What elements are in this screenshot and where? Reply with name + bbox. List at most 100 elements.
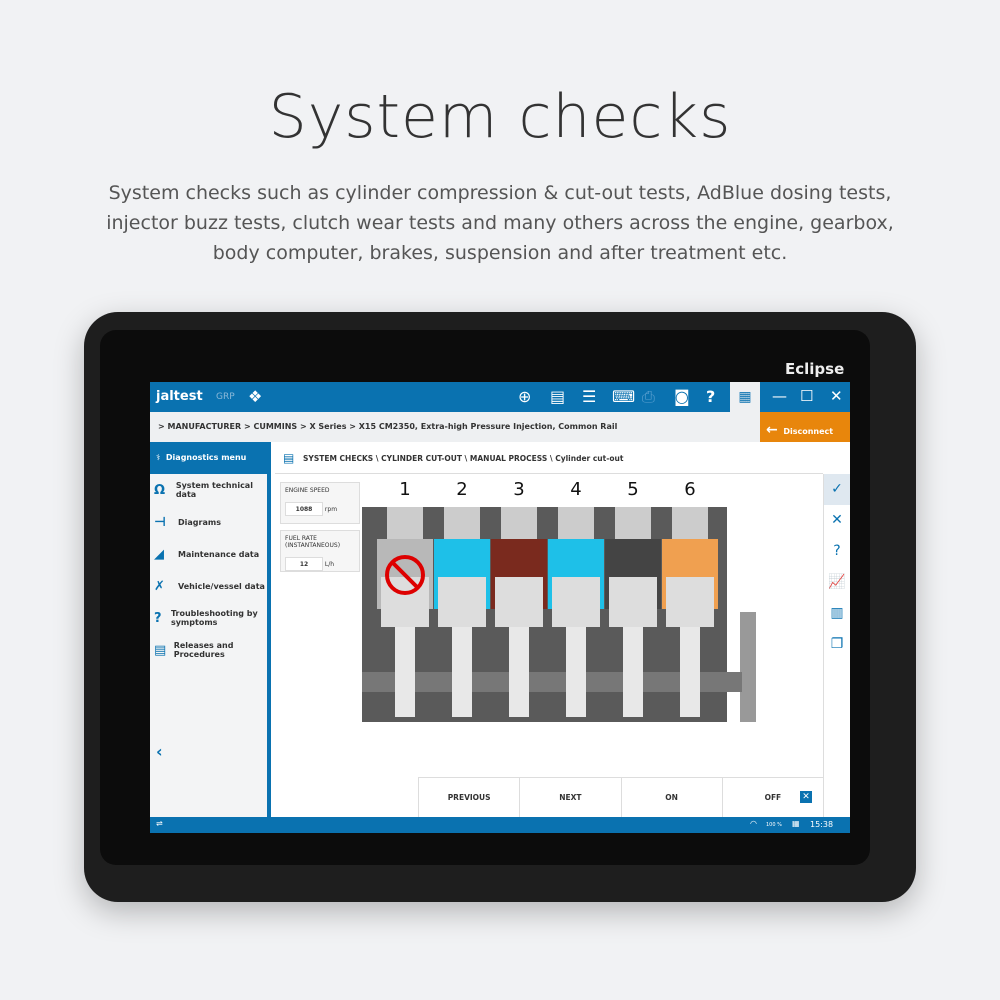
cancel-icon[interactable]: ✕: [831, 512, 843, 528]
chart-icon[interactable]: 📈: [828, 574, 846, 590]
connecting-rod: [623, 627, 643, 717]
check-icon[interactable]: ✓: [824, 474, 850, 505]
sidebar-item-diagrams[interactable]: ⊣ Diagrams: [150, 506, 267, 538]
flywheel: [740, 612, 756, 722]
sidebar: ⚕ Diagnostics menu Ω System technical dat…: [150, 442, 271, 817]
readout-label: FUEL RATE (INSTANTANEOUS): [285, 535, 341, 549]
omega-icon: Ω: [154, 482, 166, 498]
on-button[interactable]: ON: [620, 778, 722, 817]
list-icon[interactable]: ☰: [582, 387, 597, 406]
cylinder-head: [387, 507, 423, 539]
close-icon[interactable]: ✕: [830, 387, 843, 405]
top-toolbar: jaltest GRP ❖ ⊕ ▤ ☰ ⌨ ⎙ ◙ ? ▦ — ☐ ✕: [150, 382, 850, 412]
readout-unit: rpm: [324, 506, 338, 513]
usb-icon: ⇌: [156, 819, 163, 828]
cylinder-number: 6: [684, 479, 695, 500]
maximize-icon[interactable]: ☐: [800, 387, 814, 405]
minimize-icon[interactable]: —: [772, 387, 787, 405]
wrench-icon: ✗: [154, 578, 165, 594]
sidebar-item-vehicle-data[interactable]: ✗ Vehicle/vessel data: [150, 570, 267, 602]
page-title: System checks: [268, 82, 732, 152]
cylinder-3[interactable]: 3: [491, 479, 547, 717]
camera-icon[interactable]: ◙: [674, 387, 690, 406]
cut-out-slash: [390, 560, 420, 590]
previous-button[interactable]: PREVIOUS: [418, 778, 519, 817]
engine-speed-readout: ENGINE SPEED 1088 rpm: [280, 482, 360, 524]
cylinder-number: 5: [627, 479, 638, 500]
close-box-icon[interactable]: ✕: [800, 791, 812, 803]
jaltest-logo: jaltest: [156, 389, 203, 404]
process-path-label: SYSTEM CHECKS \ CYLINDER CUT-OUT \ MANUA…: [303, 454, 624, 463]
sidebar-item-label: Diagrams: [178, 517, 221, 527]
book-icon[interactable]: ▥: [830, 605, 844, 621]
disconnect-label: Disconnect: [783, 427, 834, 436]
off-button[interactable]: OFF: [721, 778, 823, 817]
readout-value: 12: [285, 557, 323, 571]
help-icon[interactable]: ?: [833, 543, 841, 559]
document-icon: ▤: [154, 642, 167, 658]
page-subtitle: System checks such as cylinder compressi…: [106, 182, 894, 264]
sidebar-item-label: Vehicle/vessel data: [178, 581, 265, 591]
diagram-icon: ⊣: [154, 514, 166, 530]
cylinder-number: 2: [456, 479, 467, 500]
fuel-rate-readout: FUEL RATE (INSTANTANEOUS) 12 L/h: [280, 530, 360, 572]
apps-grid-icon[interactable]: ▦: [730, 382, 760, 412]
zoom-level: 100 %: [766, 822, 782, 828]
next-button[interactable]: NEXT: [519, 778, 620, 817]
grp-label: GRP: [216, 392, 235, 402]
back-chevron-icon[interactable]: ‹: [156, 742, 163, 761]
document-view-icon[interactable]: ▤: [550, 387, 566, 406]
connecting-rod: [509, 627, 529, 717]
disconnect-button[interactable]: ← Disconnect: [760, 412, 850, 442]
cubes-icon[interactable]: ❖: [248, 387, 263, 406]
cylinder-4[interactable]: 4: [548, 479, 604, 717]
readout-unit: L/h: [324, 561, 335, 568]
printer-icon[interactable]: ⎙: [642, 387, 655, 406]
cylinder-number: 3: [513, 479, 524, 500]
connecting-rod: [452, 627, 472, 717]
sidebar-item-label: Troubleshooting by symptoms: [170, 609, 258, 627]
cylinder-1[interactable]: 1: [377, 479, 433, 717]
sidebar-header[interactable]: ⚕ Diagnostics menu: [150, 442, 267, 474]
cylinder-number: 4: [570, 479, 581, 500]
documents-icon[interactable]: ❐: [830, 636, 844, 652]
sidebar-header-label: Diagnostics menu: [165, 453, 247, 462]
readout-label: ENGINE SPEED: [285, 487, 330, 494]
action-buttons: PREVIOUS NEXT ON OFF: [418, 777, 823, 817]
calendar-icon[interactable]: ▦: [792, 819, 800, 828]
cylinder-head: [615, 507, 651, 539]
piston: [495, 577, 543, 627]
keyboard-icon[interactable]: ⌨: [612, 387, 636, 406]
sidebar-item-troubleshooting[interactable]: ? Troubleshooting by symptoms: [150, 602, 267, 634]
troubleshoot-icon: ?: [154, 610, 162, 626]
breadcrumb: > MANUFACTURER > CUMMINS > X Series > X1…: [150, 412, 760, 442]
cylinder-5[interactable]: 5: [605, 479, 661, 717]
piston: [609, 577, 657, 627]
globe-icon[interactable]: ⊕: [518, 387, 532, 406]
brand-logo: Eclipse: [785, 360, 845, 378]
sidebar-item-label: System technical data: [175, 481, 253, 499]
app-screen: jaltest GRP ❖ ⊕ ▤ ☰ ⌨ ⎙ ◙ ? ▦ — ☐ ✕ > MA…: [150, 382, 850, 833]
sidebar-item-system-technical-data[interactable]: Ω System technical data: [150, 474, 267, 506]
engine-cylinders-diagram: 1 2 3 4 5 6: [362, 479, 756, 722]
cylinder-head: [444, 507, 480, 539]
piston: [552, 577, 600, 627]
connecting-rod: [395, 627, 415, 717]
cylinder-head: [672, 507, 708, 539]
connecting-rod: [680, 627, 700, 717]
readout-value: 1088: [285, 502, 323, 516]
cut-out-icon: [385, 555, 425, 595]
cylinder-2[interactable]: 2: [434, 479, 490, 717]
sidebar-item-releases[interactable]: ▤Releases and Procedures: [150, 634, 267, 666]
cylinder-6[interactable]: 6: [662, 479, 718, 717]
right-toolbar: ✓ ✕ ? 📈 ▥ ❐: [823, 474, 850, 817]
help-icon[interactable]: ?: [706, 387, 716, 406]
cylinder-head: [558, 507, 594, 539]
oil-can-icon: ◢: [154, 546, 164, 562]
sidebar-item-label: Maintenance data: [178, 549, 260, 559]
cylinder-number: 1: [399, 479, 410, 500]
cylinder-head: [501, 507, 537, 539]
status-bar: ⇌ ◠ 100 % ▦ 15:38: [150, 817, 850, 833]
list-icon: ▤: [283, 451, 295, 465]
sidebar-item-maintenance[interactable]: ◢ Maintenance data: [150, 538, 267, 570]
